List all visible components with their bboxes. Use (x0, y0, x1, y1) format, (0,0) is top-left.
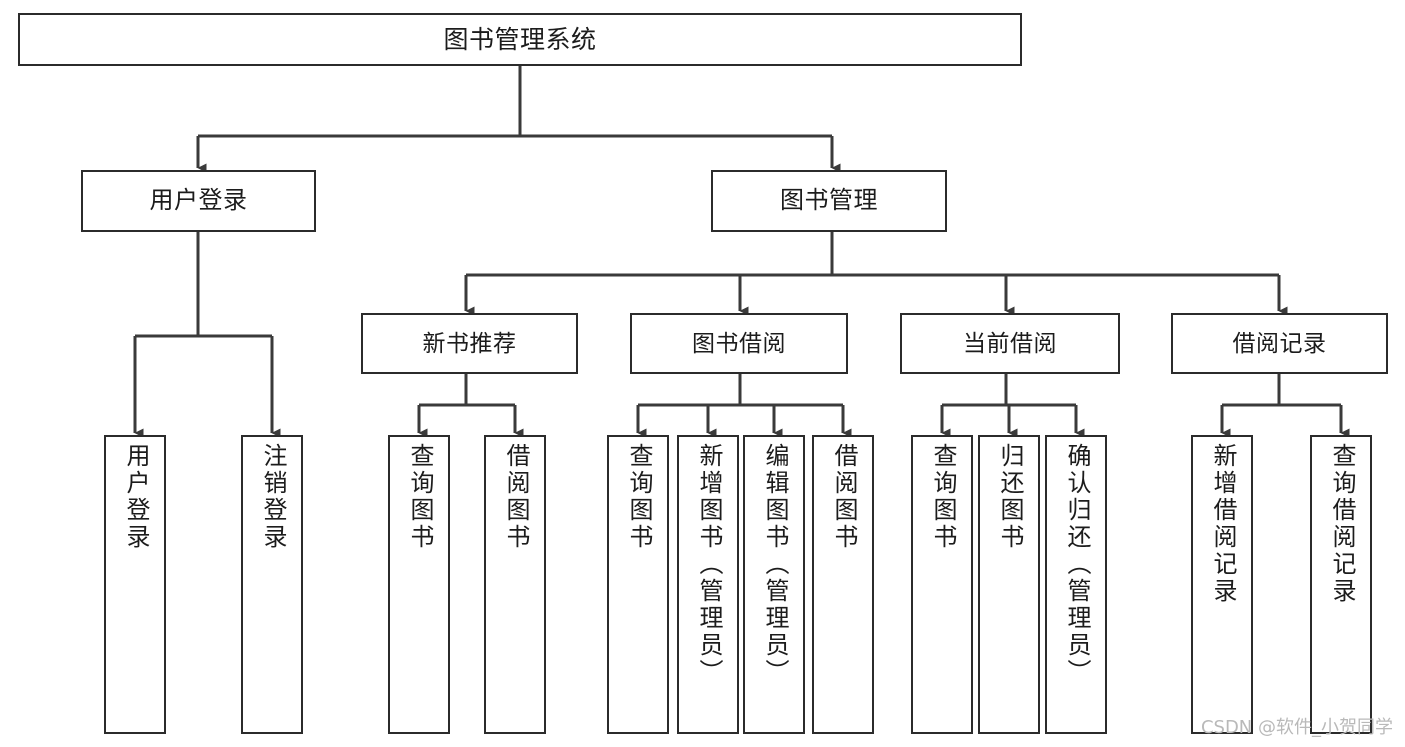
node-label: 用户登录 (149, 186, 248, 214)
node-label: 图书管理系统 (443, 25, 597, 54)
leaf-new-book-borrow-book[interactable]: 借阅图书 (484, 435, 546, 734)
node-borrow-record[interactable]: 借阅记录 (1171, 313, 1388, 374)
node-label: 借阅记录 (1232, 329, 1327, 356)
node-book-borrow[interactable]: 图书借阅 (630, 313, 848, 374)
node-label: 图书借阅 (692, 329, 786, 356)
leaf-current-borrow-return-book[interactable]: 归还图书 (978, 435, 1040, 734)
leaf-new-book-query-book[interactable]: 查询图书 (388, 435, 450, 734)
node-label: 注销登录 (259, 443, 286, 551)
node-label: 归还图书 (996, 443, 1023, 551)
node-book-management[interactable]: 图书管理 (711, 170, 947, 232)
node-label: 图书管理 (780, 186, 878, 214)
node-label: 查询借阅记录 (1328, 443, 1355, 605)
node-label: 用户登录 (122, 443, 149, 551)
node-label: 查询图书 (406, 443, 433, 551)
node-label: 借阅图书 (502, 443, 529, 551)
node-label: 查询图书 (929, 443, 956, 551)
leaf-book-borrow-query-book[interactable]: 查询图书 (607, 435, 669, 734)
node-root-book-management-system[interactable]: 图书管理系统 (18, 13, 1022, 66)
node-user-login[interactable]: 用户登录 (81, 170, 316, 232)
node-label: 新书推荐 (422, 329, 517, 356)
leaf-user-login-login[interactable]: 用户登录 (104, 435, 166, 734)
leaf-user-login-logout[interactable]: 注销登录 (241, 435, 303, 734)
node-label: 借阅图书 (830, 443, 857, 551)
leaf-current-borrow-query-book[interactable]: 查询图书 (911, 435, 973, 734)
leaf-borrow-record-add-record[interactable]: 新增借阅记录 (1191, 435, 1253, 734)
node-label: 确认归还（管理员） (1063, 443, 1090, 686)
node-new-book-recommend[interactable]: 新书推荐 (361, 313, 578, 374)
csdn-watermark: CSDN @软件_小贺同学 (1200, 717, 1393, 738)
leaf-book-borrow-add-book-admin[interactable]: 新增图书（管理员） (677, 435, 739, 734)
leaf-current-borrow-confirm-return-admin[interactable]: 确认归还（管理员） (1045, 435, 1107, 734)
node-label: 查询图书 (625, 443, 652, 551)
leaf-book-borrow-edit-book-admin[interactable]: 编辑图书（管理员） (743, 435, 805, 734)
node-label: 新增借阅记录 (1209, 443, 1236, 605)
node-label: 当前借阅 (963, 329, 1057, 356)
node-label: 编辑图书（管理员） (761, 443, 788, 686)
leaf-book-borrow-borrow-book[interactable]: 借阅图书 (812, 435, 874, 734)
node-label: 新增图书（管理员） (695, 443, 722, 686)
node-current-borrow[interactable]: 当前借阅 (900, 313, 1120, 374)
leaf-borrow-record-query-record[interactable]: 查询借阅记录 (1310, 435, 1372, 734)
